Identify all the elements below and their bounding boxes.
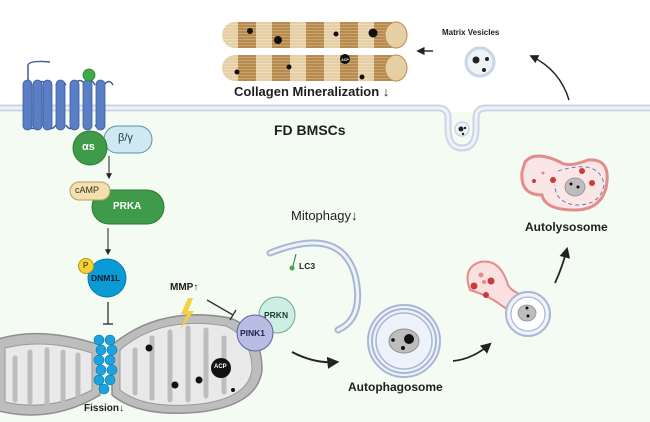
phospho-group [78,258,94,274]
fission-label: Fission↓ [84,403,125,414]
acp-granule [211,358,231,378]
inhibit-mmp-to-pink1 [206,299,237,321]
mmp-label: MMP↑ [170,282,199,293]
prka-label: PRKA [113,201,142,212]
arrow-to-fusion [452,342,492,362]
arrow-to-autolysosome [554,246,571,284]
matrix-vesicle [464,46,496,78]
collagen-fiber-1 [222,21,408,49]
lightning-icon [180,298,194,330]
budding-vesicle [454,121,470,137]
autolysosome-label: Autolysosome [525,220,608,234]
arrow-to-autophagosome [291,351,340,369]
autolysosome [520,154,609,212]
lc3-protein [289,265,295,271]
acp-granule [340,54,350,64]
plasma-membrane [0,104,650,152]
lc3-tether [292,253,297,267]
mitochondrion-left [0,332,101,416]
cell-title: FD BMSCs [274,122,346,138]
gpcr-receptor [22,60,114,131]
autophagosome-label: Autophagosome [348,380,443,394]
acp-label: ACP [341,58,349,62]
ligand [82,68,96,82]
matrix-vesicles-label: Matrix Vesicles [442,28,500,37]
autophagosome [367,304,441,378]
collagen-fiber-2: ACP [222,54,408,82]
beta-gamma-label: β/γ [118,132,133,144]
inhibit-dnm1l-to-fission [103,302,113,325]
dnm1l-protein [87,258,127,298]
prka-protein [91,189,165,225]
alpha-s-label: αs [82,141,95,153]
pink1-label: PINK1 [240,328,266,338]
mitophagy-label: Mitophagy↓ [291,208,358,223]
lc3-label: LC3 [299,261,316,271]
camp-molecule [69,181,111,201]
dnm1l-oligomer-ring [93,334,118,395]
acp-mito-label: ACP [214,364,227,370]
prkn-label: PRKN [264,310,289,320]
pink1-protein [236,314,274,352]
lysosome-fusion [466,260,551,337]
mitochondrion-right [111,314,263,414]
phospho-label: P [83,261,89,270]
dnm1l-label: DNM1L [91,273,121,283]
collagen-mineralization-label: Collagen Mineralization ↓ [234,84,390,99]
alpha-s-subunit [72,130,108,166]
arrow-exocytosis [529,55,570,101]
camp-label: cAMP [75,185,100,195]
